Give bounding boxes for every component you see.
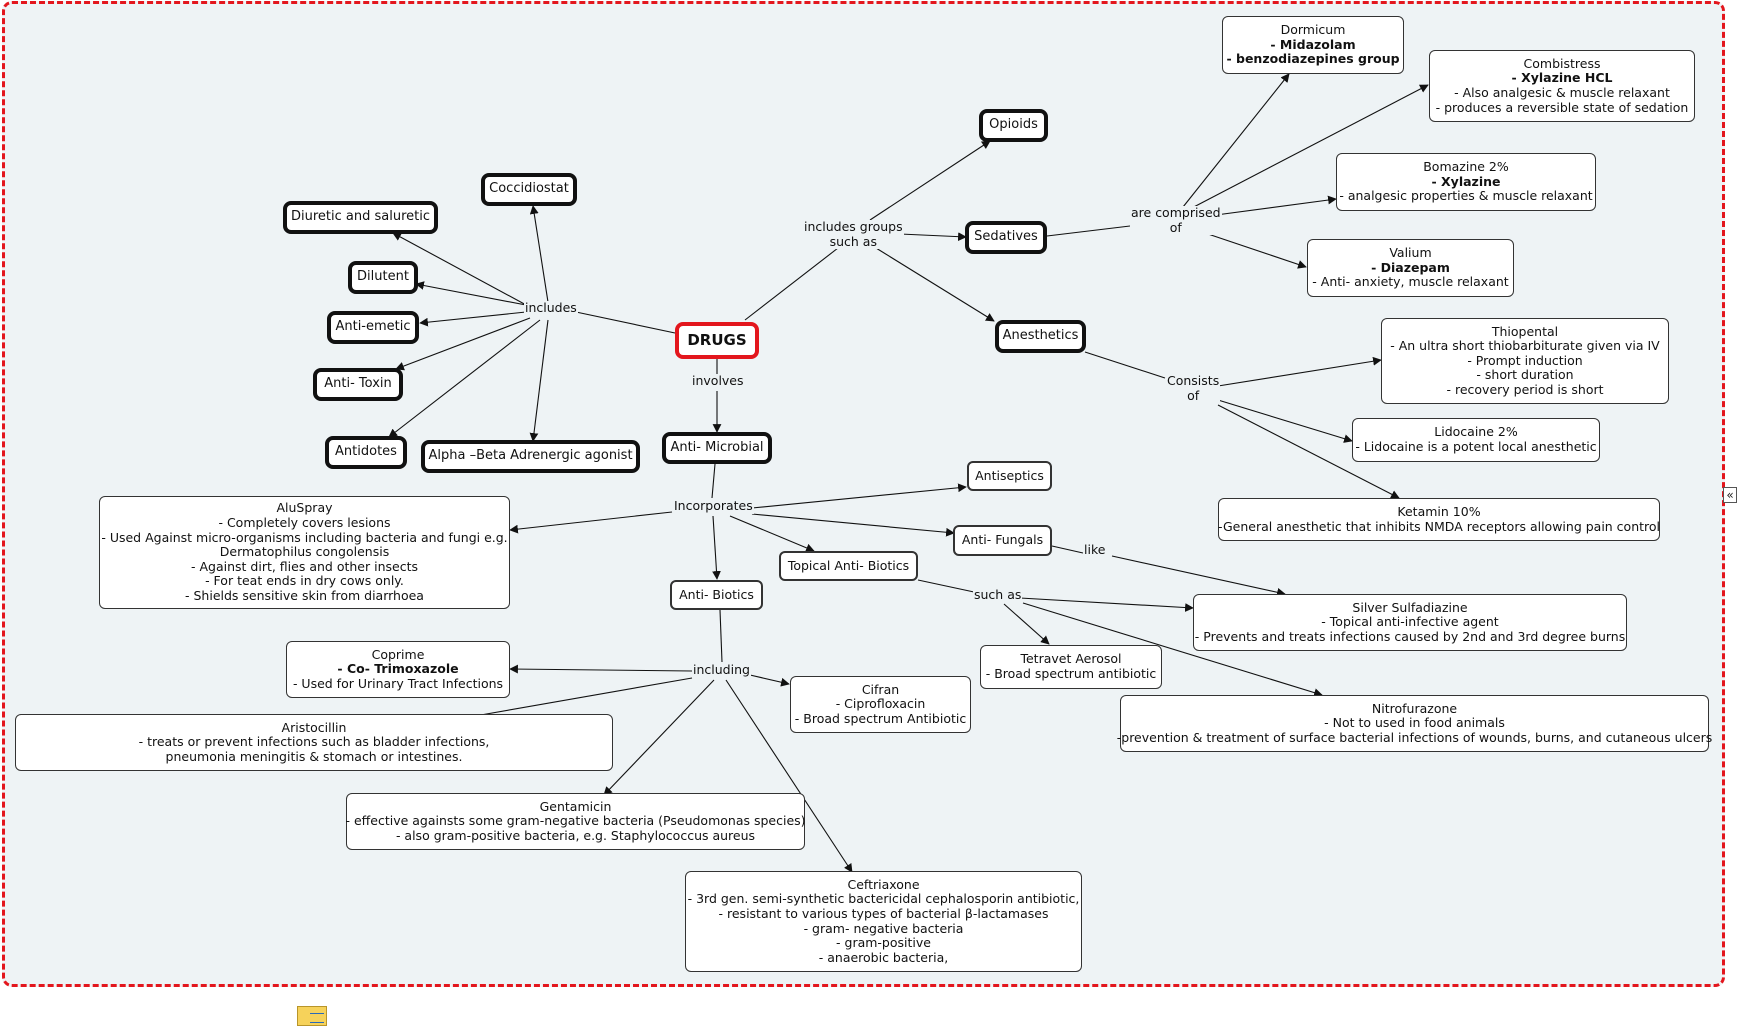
link-like: like (1083, 542, 1107, 558)
node-lidocaine[interactable]: Lidocaine 2%- Lidocaine is a potent loca… (1352, 418, 1600, 462)
root-label: DRUGS (687, 331, 747, 350)
double-chevron-left-icon[interactable]: « (1723, 487, 1737, 503)
node-coccidiostat[interactable]: Coccidiostat (481, 173, 577, 206)
node-antiseptics[interactable]: Antiseptics (967, 461, 1052, 491)
node-cifran[interactable]: Cifran- Ciprofloxacin- Broad spectrum An… (790, 676, 971, 733)
node-anti-emetic[interactable]: Anti-emetic (327, 311, 419, 344)
link-involves: involves (691, 373, 745, 389)
node-thiopental[interactable]: Thiopental- An ultra short thiobarbitura… (1381, 318, 1669, 404)
node-ketamin[interactable]: Ketamin 10%-General anesthetic that inhi… (1218, 498, 1660, 541)
node-tetravet-aerosol[interactable]: Tetravet Aerosol- Broad spectrum antibio… (980, 645, 1162, 689)
node-sedatives[interactable]: Sedatives (965, 221, 1047, 254)
node-anti-fungals[interactable]: Anti- Fungals (953, 525, 1052, 556)
node-coprime[interactable]: Coprime- Co- Trimoxazole- Used for Urina… (286, 641, 510, 698)
link-such-as: such as (973, 587, 1023, 603)
root-node-drugs[interactable]: DRUGS (675, 322, 759, 359)
node-anti-microbial[interactable]: Anti- Microbial (662, 432, 772, 464)
node-topical-anti-biotics[interactable]: Topical Anti- Biotics (779, 551, 918, 581)
node-gentamicin[interactable]: Gentamicin- effective againsts some gram… (345, 793, 806, 850)
node-combistress[interactable]: Combistress- Xylazine HCL- Also analgesi… (1429, 50, 1695, 122)
node-aristocillin[interactable]: Aristocillin- treats or prevent infectio… (15, 714, 613, 771)
node-silver-sulfadiazine[interactable]: Silver Sulfadiazine- Topical anti-infect… (1193, 594, 1627, 651)
link-incorporates: Incorporates (673, 498, 754, 514)
node-bomazine[interactable]: Bomazine 2%- Xylazine- analgesic propert… (1336, 153, 1596, 211)
node-opioids[interactable]: Opioids (979, 109, 1048, 142)
node-dilutent[interactable]: Dilutent (348, 261, 418, 294)
link-including: including (692, 662, 751, 678)
node-aluspray[interactable]: AluSpray- Completely covers lesions- Use… (99, 496, 510, 609)
node-anti-biotics[interactable]: Anti- Biotics (670, 580, 763, 610)
node-valium[interactable]: Valium- Diazepam- Anti- anxiety, muscle … (1307, 239, 1514, 297)
node-ceftriaxone[interactable]: Ceftriaxone- 3rd gen. semi-synthetic bac… (685, 871, 1082, 972)
node-alpha-beta-agonist[interactable]: Alpha –Beta Adrenergic agonist (421, 440, 640, 473)
node-nitrofurazone[interactable]: Nitrofurazone- Not to used in food anima… (1117, 695, 1712, 752)
node-anesthetics[interactable]: Anesthetics (995, 320, 1086, 353)
node-dormicum[interactable]: Dormicum- Midazolam- benzodiazepines gro… (1222, 16, 1404, 74)
node-antidotes[interactable]: Antidotes (325, 436, 407, 469)
node-diuretic-saluretic[interactable]: Diuretic and saluretic (283, 201, 438, 234)
link-includes: includes (524, 300, 578, 316)
note-icon[interactable] (297, 1006, 327, 1026)
node-anti-toxin[interactable]: Anti- Toxin (313, 368, 403, 401)
concept-map-canvas (2, 1, 1725, 987)
